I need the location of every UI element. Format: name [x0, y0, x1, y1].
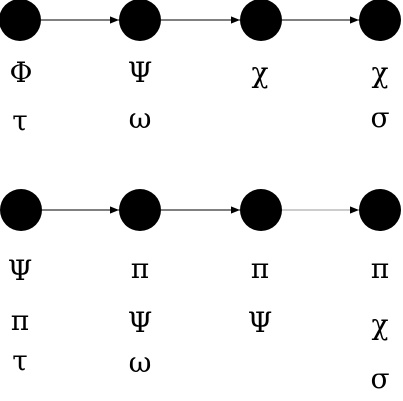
node-circle	[0, 189, 42, 231]
node-circle	[359, 189, 401, 231]
node-label: ω	[129, 102, 152, 135]
node-label: π	[131, 252, 149, 285]
node-label: π	[251, 252, 269, 285]
node-label: Φ	[10, 56, 33, 89]
chain-row-1: Φ τ Ψ ω χ χ σ	[0, 0, 401, 137]
node-circle	[119, 0, 161, 41]
node-label: τ	[12, 104, 28, 137]
node-circle	[240, 0, 282, 41]
node-circle	[359, 0, 401, 41]
node-label: χ	[372, 56, 389, 89]
node-label: σ	[370, 362, 389, 395]
node-label: σ	[370, 101, 389, 134]
node-circle	[240, 189, 282, 231]
node-circle	[119, 189, 161, 231]
node-label: Ψ	[8, 254, 33, 287]
node-label: Ψ	[248, 306, 273, 339]
node-label: χ	[372, 308, 389, 341]
node-label: π	[11, 304, 29, 337]
node-label: τ	[12, 344, 28, 377]
node-label: Ψ	[128, 56, 153, 89]
node-label: π	[371, 252, 389, 285]
node-label: Ψ	[128, 306, 153, 339]
chain-row-2: Ψ π τ π Ψ ω π Ψ π χ σ	[0, 189, 401, 395]
node-label: ω	[129, 346, 152, 379]
node-circle	[0, 0, 41, 41]
node-label: χ	[252, 56, 269, 89]
